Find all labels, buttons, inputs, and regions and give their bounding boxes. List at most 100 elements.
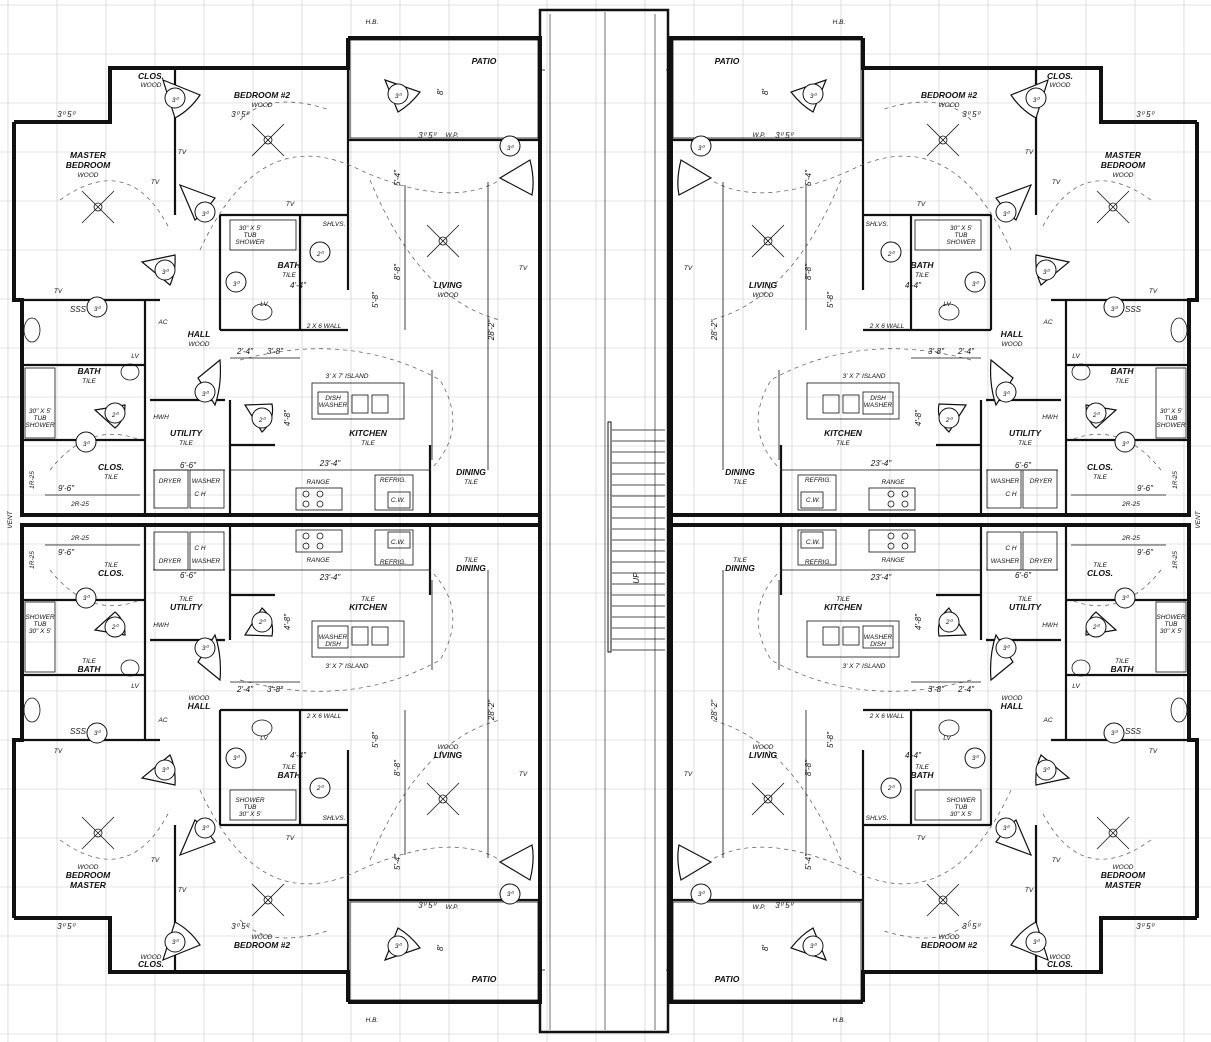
dishwasher-label-1: DISH (870, 395, 886, 402)
window-3050-b: 3⁰ 5⁰ (57, 110, 76, 119)
tub-label-3: SHOWER (946, 239, 976, 246)
dim-2-4: 2'-4" (236, 685, 254, 694)
master-bedroom-line2: BEDROOM (66, 160, 111, 170)
master-bedroom-line1: MASTER (1105, 150, 1142, 160)
door-20-c: 2⁰ (1092, 412, 1101, 419)
closet-name: CLOS. (138, 959, 164, 969)
living-floor: WOOD (438, 744, 459, 751)
door-30-h: 3⁰ (1111, 730, 1119, 737)
door-30-i: 3⁰ (83, 441, 91, 448)
tub-left-label-3: SHOWER (1156, 422, 1186, 429)
dim-3-8: 3'-8" (928, 685, 945, 694)
dim-3-8: 3'-8" (928, 347, 945, 356)
dim-6-6: 6'-6" (180, 461, 197, 470)
tub-left-label-1: 30" X 5' (1160, 408, 1183, 415)
shelves-label: SHLVS. (866, 815, 889, 822)
refrig-label: REFRIG. (805, 559, 832, 566)
door-20-c: 2⁰ (111, 412, 120, 419)
dim-28-2: 28'-2" (487, 319, 496, 342)
window-2r25: 2R-25 (1121, 535, 1140, 542)
dim-8-8: 8'-8" (804, 759, 813, 776)
bedroom2-name: BEDROOM #2 (234, 90, 290, 100)
lv-label: LV (943, 301, 951, 308)
master-bedroom-floor: WOOD (1113, 864, 1134, 871)
tub-left-label-1: 30" X 5' (29, 408, 52, 415)
stair-core: UP (538, 8, 670, 1034)
cw-label: C.W. (806, 497, 820, 504)
wp-label: W.P. (445, 904, 458, 911)
dryer-label: DRYER (159, 558, 182, 565)
door-30-b: 3⁰ (395, 93, 403, 100)
window-3050-c: 3⁰ 5⁰ (418, 901, 437, 910)
wp-label: W.P. (752, 904, 765, 911)
tub-label-2: TUB (244, 804, 258, 811)
dim-4-4: 4'-4" (290, 751, 307, 760)
dim-5-4: 5'-4" (393, 169, 402, 186)
hose-bib-label: H.B. (833, 1017, 846, 1024)
hose-bib-label: H.B. (366, 19, 379, 26)
door-30-i: 3⁰ (1122, 441, 1130, 448)
dim-5-8: 5'-8" (826, 291, 835, 308)
utility-name: UTILITY (170, 602, 203, 612)
master-bedroom-line2: BEDROOM (1101, 160, 1146, 170)
hall-floor: WOOD (189, 341, 210, 348)
ac-label: AC (1042, 319, 1052, 326)
tv-label-5: TV (1149, 748, 1158, 755)
tv-label-2: TV (1052, 179, 1061, 186)
tv-label-4: TV (684, 265, 693, 272)
cw-label: C.W. (391, 539, 405, 546)
door-30-a: 3⁰ (172, 97, 180, 104)
lv-label: LV (260, 735, 268, 742)
dim-8: 8' (436, 89, 445, 95)
kitchen-name: KITCHEN (824, 428, 863, 438)
dim-5-8: 5'-8" (371, 291, 380, 308)
door-30-b: 3⁰ (810, 93, 818, 100)
ch-label: C H (194, 491, 206, 498)
dim-4-4: 4'-4" (290, 281, 307, 290)
utility-name: UTILITY (1009, 602, 1042, 612)
door-20-a: 2⁰ (316, 251, 325, 258)
hwh-label: HWH (1042, 622, 1058, 629)
master-bedroom-line2: BEDROOM (66, 870, 111, 880)
lv-label-2: LV (1072, 683, 1080, 690)
bedroom2-floor: WOOD (252, 934, 273, 941)
window-1r25: 1R-25 (1172, 551, 1179, 569)
window-1r25: 1R-25 (1172, 471, 1179, 489)
island-label: 3' X 7' ISLAND (843, 663, 886, 670)
bath-top-floor: TILE (915, 764, 929, 771)
utility-floor: TILE (179, 596, 193, 603)
tv-label-3: TV (917, 835, 926, 842)
utility-floor: TILE (1018, 596, 1032, 603)
living-name: LIVING (749, 280, 778, 290)
door-30-f: 3⁰ (202, 391, 210, 398)
door-30-f: 3⁰ (1003, 391, 1011, 398)
dim-4-8: 4'-8" (283, 613, 292, 630)
dim-2-4: 2'-4" (957, 685, 975, 694)
unit-bottom-left (12, 38, 547, 1004)
dryer-label: DRYER (159, 478, 182, 485)
tub-label-3: SHOWER (235, 797, 265, 804)
door-30-b: 3⁰ (395, 943, 403, 950)
living-floor: WOOD (753, 292, 774, 299)
dim-4-8: 4'-8" (914, 613, 923, 630)
door-30-c: 3⁰ (1003, 825, 1011, 832)
unit-top-left (12, 36, 547, 1002)
dim-5-8: 5'-8" (371, 731, 380, 748)
kitchen-name: KITCHEN (349, 602, 388, 612)
ch-label: C H (1005, 491, 1017, 498)
master-bedroom-line1: MASTER (70, 880, 107, 890)
tv-label-3: TV (917, 201, 926, 208)
dishwasher-label-2: WASHER (864, 634, 893, 641)
range-label: RANGE (881, 557, 905, 564)
bath-left-floor: TILE (82, 658, 96, 665)
door-30-i: 3⁰ (1122, 595, 1130, 602)
door-20-a: 2⁰ (887, 251, 896, 258)
bath-left-name: BATH (78, 664, 102, 674)
tv-label-4: TV (684, 771, 693, 778)
door-30-b: 3⁰ (810, 943, 818, 950)
dim-5-4: 5'-4" (804, 853, 813, 870)
hall-name: HALL (1001, 701, 1024, 711)
dim-8-8: 8'-8" (393, 263, 402, 280)
dining-floor: TILE (464, 479, 478, 486)
door-30-e: 3⁰ (972, 755, 980, 762)
